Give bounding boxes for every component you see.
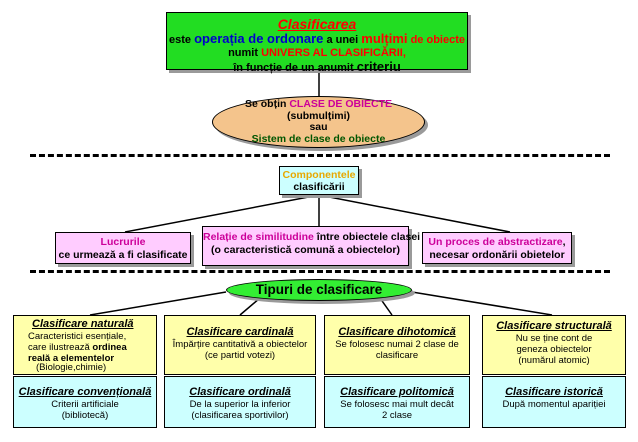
card-structurala-line-3: (numărul atomic) bbox=[518, 355, 590, 366]
things-box: Lucrurile ce urmează a fi clasificate bbox=[55, 232, 191, 264]
components-subtitle: clasificării bbox=[293, 181, 345, 193]
definition-box: Clasificarea este operația de ordonare a… bbox=[166, 12, 468, 74]
oval-line-2: (submulțimi) bbox=[287, 109, 350, 122]
card-conventionala: Clasificare convențională Criterii artif… bbox=[13, 376, 157, 428]
card-structurala-line-1: Nu se ține cont de bbox=[515, 333, 593, 344]
components-box: Componentele clasificării bbox=[279, 166, 359, 195]
separator-top bbox=[30, 154, 610, 157]
card-ordinala-line-1: De la superior la inferior bbox=[189, 399, 291, 410]
card-politomica-line-1: Se folosesc mai mult decât bbox=[340, 399, 454, 410]
card-naturala-line-1: Caracteristici esențiale, bbox=[28, 331, 127, 342]
card-cardinala-line-2: (ce partid votezi) bbox=[204, 350, 276, 361]
definition-line-1: este operația de ordonare a unei mulțimi… bbox=[169, 31, 465, 46]
connector-to-naturala bbox=[89, 291, 227, 316]
types-oval: Tipuri de clasificare bbox=[226, 279, 412, 301]
card-cardinala-line-1: Împărțire cantitativă a obiectelor bbox=[172, 339, 308, 350]
connector-to-cardinala bbox=[239, 297, 261, 316]
card-conventionala-title: Clasificare convențională bbox=[18, 386, 152, 398]
card-istorica: Clasificare istorică După momentul apari… bbox=[482, 376, 626, 428]
oval-line-1: Se obțin CLASE DE OBIECTE bbox=[244, 98, 393, 110]
card-naturala-title: Clasificare naturală bbox=[32, 318, 134, 330]
oval-line-4: Sistem de clase de obiecte bbox=[251, 132, 386, 145]
card-politomica: Clasificare politomică Se folosesc mai m… bbox=[324, 376, 470, 428]
things-subtitle: ce urmează a fi clasificate bbox=[58, 249, 188, 261]
similarity-line-2: (o caracteristică comună a obiectelor) bbox=[210, 244, 401, 256]
definition-line-3: în funcție de un anumit criteriu bbox=[233, 59, 401, 74]
abstraction-box: Un proces de abstractizare, necesar ordo… bbox=[422, 232, 572, 264]
connector-to-dihotomica bbox=[379, 297, 393, 316]
separator-bottom bbox=[30, 270, 610, 273]
card-ordinala: Clasificare ordinală De la superior la i… bbox=[164, 376, 316, 428]
card-politomica-title: Clasificare politomică bbox=[340, 386, 454, 398]
card-conventionala-line-1: Criterii artificiale bbox=[51, 399, 119, 410]
card-conventionala-line-2: (bibliotecă) bbox=[61, 410, 109, 421]
definition-title: Clasificarea bbox=[277, 16, 357, 32]
types-title: Tipuri de clasificare bbox=[255, 282, 383, 297]
connector-to-lucrurile bbox=[124, 194, 320, 233]
similarity-box: Relație de similitudine între obiectele … bbox=[202, 226, 421, 266]
classes-oval: Se obțin CLASE DE OBIECTE (submulțimi) s… bbox=[212, 96, 425, 148]
things-title: Lucrurile bbox=[100, 236, 146, 248]
abstraction-line-1: Un proces de abstractizare, bbox=[428, 236, 566, 248]
card-istorica-title: Clasificare istorică bbox=[505, 386, 603, 398]
definition-line-2: numit UNIVERS AL CLASIFICĂRII, bbox=[228, 47, 406, 59]
card-dihotomica-line-1: Se folosesc numai 2 clase de bbox=[335, 339, 459, 350]
card-structurala-line-2: geneza obiectelor bbox=[516, 344, 592, 355]
card-cardinala: Clasificare cardinală Împărțire cantitat… bbox=[164, 315, 316, 375]
connector-to-abstractizare bbox=[318, 194, 511, 233]
abstraction-line-2: necesar ordonării obietelor bbox=[429, 249, 565, 261]
connector-to-structurala bbox=[411, 291, 553, 316]
card-structurala-title: Clasificare structurală bbox=[496, 320, 612, 332]
card-structurala: Clasificare structurală Nu se ține cont … bbox=[482, 315, 626, 375]
card-naturala: Clasificare naturală Caracteristici esen… bbox=[13, 315, 157, 375]
card-naturala-line-2: care ilustrează ordinea bbox=[28, 342, 127, 353]
similarity-line-1: Relație de similitudine între obiectele … bbox=[203, 231, 421, 243]
oval-line-3: sau bbox=[309, 121, 328, 133]
card-istorica-line-1: După momentul apariției bbox=[502, 399, 606, 410]
card-ordinala-line-2: (clasificarea sportivilor) bbox=[191, 410, 289, 421]
card-cardinala-title: Clasificare cardinală bbox=[186, 326, 294, 338]
card-ordinala-title: Clasificare ordinală bbox=[189, 386, 291, 398]
card-naturala-line-3: reală a elementelor bbox=[28, 353, 115, 364]
components-title: Componentele bbox=[282, 169, 356, 181]
card-politomica-line-2: 2 clase bbox=[381, 410, 413, 421]
card-dihotomica-title: Clasificare dihotomică bbox=[338, 326, 456, 338]
card-dihotomica-line-2: clasificare bbox=[375, 350, 419, 361]
card-naturala-line-4: (Biologie,chimie) bbox=[36, 362, 107, 373]
card-dihotomica: Clasificare dihotomică Se folosesc numai… bbox=[324, 315, 470, 375]
